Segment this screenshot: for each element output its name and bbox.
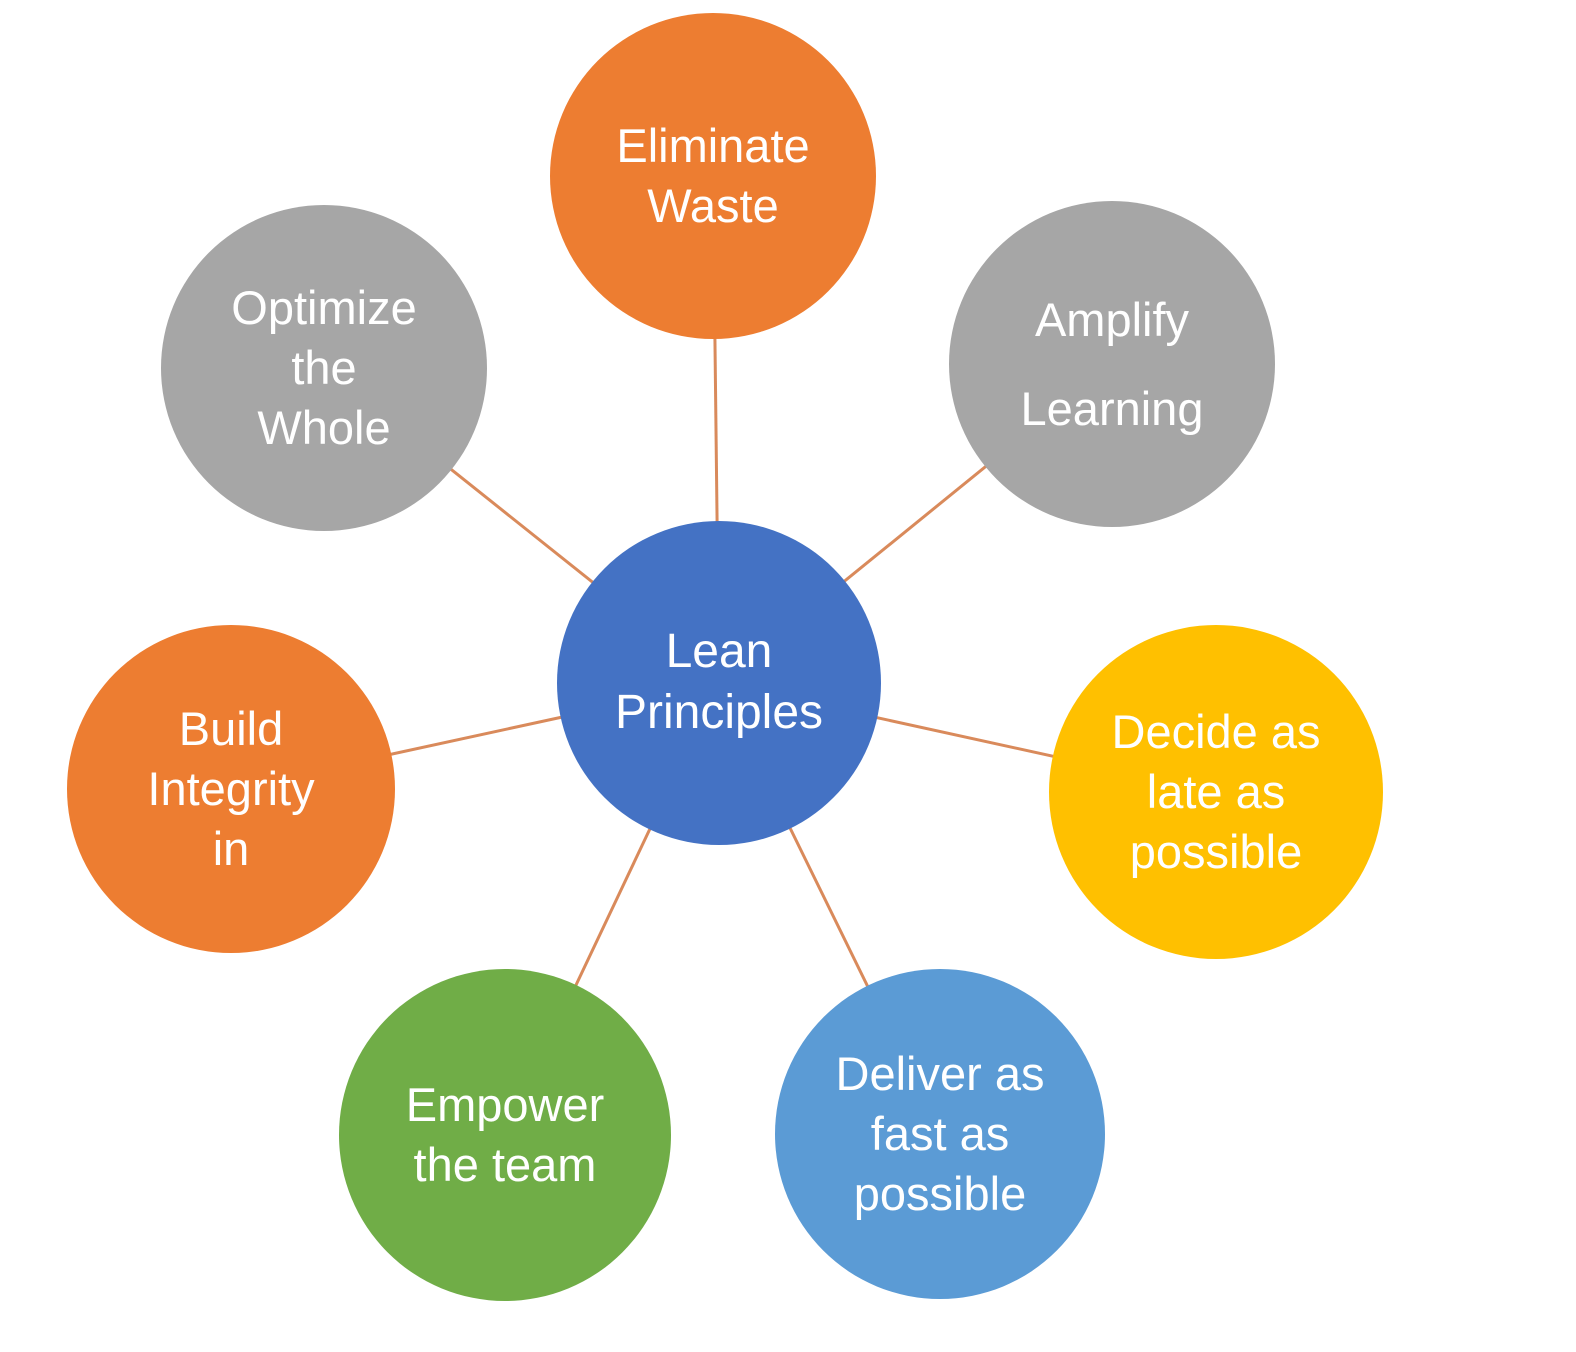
node-lean-principles-hub-label: Lean Principles: [614, 625, 824, 739]
node-amplify-learning-label: Amplify Learning: [1020, 292, 1204, 435]
node-optimize-whole: Optimize the Whole: [161, 205, 487, 531]
node-eliminate-waste-label: Eliminate Waste: [616, 119, 810, 232]
node-empower-team-label: Empower the team: [405, 1078, 605, 1191]
node-decide-late-label: Decide as late as possible: [1111, 705, 1321, 878]
node-amplify-learning: Amplify Learning: [949, 201, 1275, 527]
node-empower-team: Empower the team: [339, 969, 671, 1301]
node-decide-late: Decide as late as possible: [1049, 625, 1383, 959]
node-deliver-fast: Deliver as fast as possible: [775, 969, 1105, 1299]
node-optimize-whole-label: Optimize the Whole: [231, 281, 417, 454]
node-build-integrity: Build Integrity in: [67, 625, 395, 953]
node-eliminate-waste: Eliminate Waste: [550, 13, 876, 339]
node-deliver-fast-label: Deliver as fast as possible: [835, 1047, 1045, 1220]
node-lean-principles-hub: Lean Principles: [557, 521, 881, 845]
node-build-integrity-label: Build Integrity in: [147, 702, 315, 875]
